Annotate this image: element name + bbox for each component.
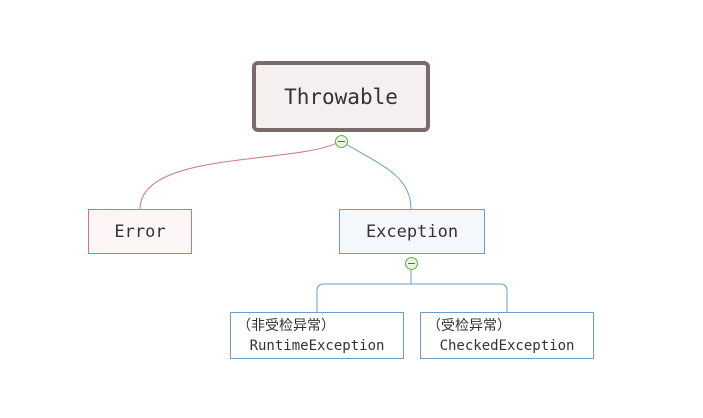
- connector-throwable-error: [139, 140, 342, 210]
- node-checked-subtitle: （受检异常）: [427, 317, 511, 334]
- node-runtime-label: RuntimeException: [249, 337, 385, 354]
- node-runtime-exception[interactable]: （非受检异常） RuntimeException: [230, 312, 404, 359]
- collapse-minus-icon[interactable]: [335, 135, 348, 148]
- connector-exception-runtime: [316, 283, 411, 312]
- node-throwable[interactable]: Throwable: [252, 61, 430, 132]
- node-throwable-label: Throwable: [284, 84, 398, 109]
- node-exception-label: Exception: [365, 221, 459, 242]
- node-exception[interactable]: Exception: [339, 209, 485, 254]
- node-checked-label: CheckedException: [439, 337, 575, 354]
- node-checked-exception[interactable]: （受检异常） CheckedException: [420, 312, 594, 359]
- connector-exception-checked: [411, 283, 508, 312]
- collapse-minus-icon[interactable]: [405, 257, 418, 270]
- node-error-label: Error: [114, 221, 166, 242]
- node-error[interactable]: Error: [88, 209, 192, 254]
- node-runtime-subtitle: （非受检异常）: [237, 317, 335, 334]
- connector-throwable-exception: [340, 140, 412, 210]
